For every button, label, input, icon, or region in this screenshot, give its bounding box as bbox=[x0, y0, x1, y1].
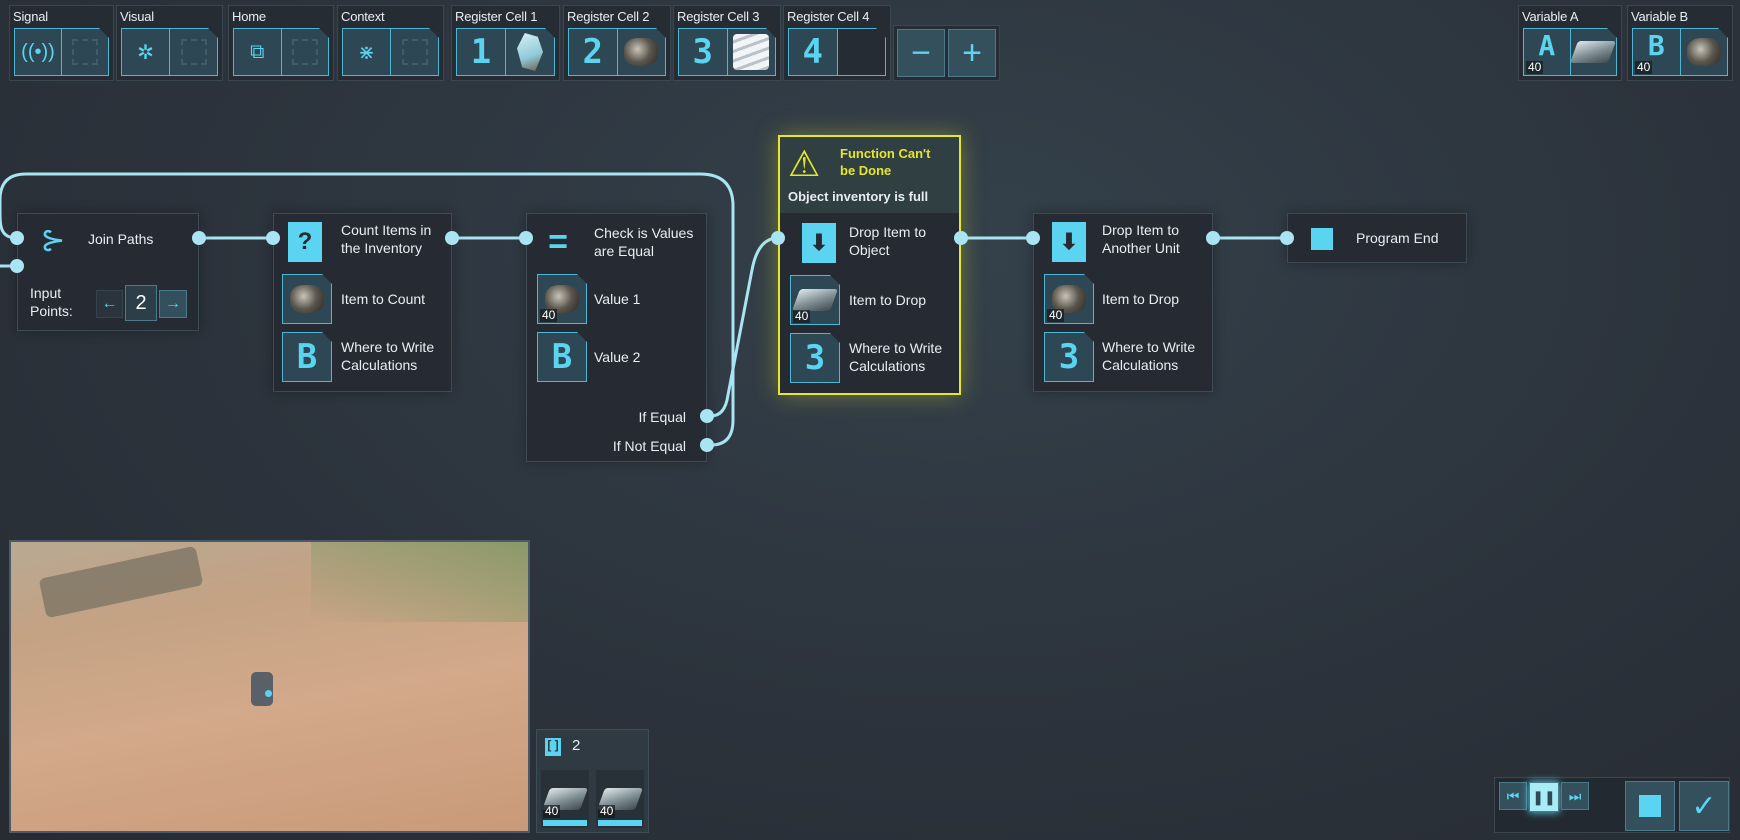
step-back-button[interactable]: ⏮ bbox=[1499, 782, 1527, 810]
download-icon: ⬇ bbox=[1052, 222, 1086, 262]
remove-register-button[interactable]: − bbox=[897, 29, 945, 77]
focus-icon: ⋇ bbox=[358, 41, 375, 64]
item-to-drop-slot[interactable]: 40 bbox=[790, 275, 840, 325]
step-forward-button[interactable]: ⏭ bbox=[1561, 782, 1589, 810]
pause-button[interactable]: ❚❚ bbox=[1529, 782, 1559, 812]
link-icon: ⧉ bbox=[250, 40, 265, 63]
write-register-slot[interactable]: B bbox=[282, 332, 332, 382]
equals-icon: = bbox=[548, 222, 568, 261]
visual-slot[interactable]: Visual ✲ bbox=[116, 5, 223, 81]
node-check-equal[interactable]: = Check is Values are Equal 40 Value 1 B… bbox=[526, 213, 707, 462]
input-port[interactable] bbox=[266, 231, 280, 245]
register-cell-3[interactable]: Register Cell 3 3 bbox=[673, 5, 781, 81]
output-port[interactable] bbox=[192, 231, 206, 245]
input-points-value[interactable]: 2 bbox=[125, 285, 157, 321]
input-port[interactable] bbox=[1280, 231, 1294, 245]
node-drop-to-unit[interactable]: ⬇ Drop Item to Another Unit 40 Item to D… bbox=[1033, 213, 1213, 392]
stop-icon bbox=[1639, 795, 1661, 817]
input-port[interactable] bbox=[1026, 231, 1040, 245]
value-2-slot[interactable]: B bbox=[537, 332, 587, 382]
decrease-inputs-button[interactable]: ← bbox=[96, 290, 123, 318]
warning-icon: ⚠ bbox=[788, 143, 821, 184]
error-banner: ⚠ Function Can't be Done Object inventor… bbox=[780, 137, 959, 213]
context-slot[interactable]: Context ⋇ bbox=[337, 5, 444, 81]
ore-item-icon bbox=[290, 285, 324, 313]
inventory-icon: [ ] bbox=[545, 738, 561, 756]
ore-item-icon bbox=[624, 38, 658, 66]
step-back-icon: ⏮ bbox=[1506, 787, 1520, 804]
wire-if-equal bbox=[710, 236, 779, 418]
output-port[interactable] bbox=[445, 231, 459, 245]
register-cell-4[interactable]: Register Cell 4 4 bbox=[783, 5, 891, 81]
empty-slot-icon bbox=[72, 39, 98, 65]
register-cell-1[interactable]: Register Cell 1 1 bbox=[451, 5, 560, 81]
signal-slot[interactable]: Signal ((•)) bbox=[9, 5, 114, 81]
grass-patch bbox=[311, 542, 528, 622]
if-equal-port[interactable] bbox=[700, 409, 714, 423]
ore-item-icon bbox=[1687, 38, 1721, 66]
inventory-slot[interactable]: 40 bbox=[541, 770, 589, 828]
node-join-paths[interactable]: ⊱ Join Paths Input Points: ← 2 → bbox=[17, 213, 199, 331]
empty-slot-icon bbox=[292, 39, 318, 65]
confirm-button[interactable]: ✓ bbox=[1679, 781, 1729, 831]
input-port[interactable] bbox=[10, 259, 24, 273]
register-controls: − + bbox=[893, 25, 1000, 81]
ingot-item-icon bbox=[792, 289, 838, 311]
node-drop-to-object[interactable]: ⚠ Function Can't be Done Object inventor… bbox=[778, 135, 961, 395]
durability-bar bbox=[543, 820, 587, 826]
unit-inventory: [ ] 2 40 40 bbox=[536, 729, 649, 833]
node-program-end[interactable]: Program End bbox=[1287, 213, 1467, 263]
join-icon: ⊱ bbox=[40, 223, 66, 257]
output-port[interactable] bbox=[1206, 231, 1220, 245]
robot-unit[interactable] bbox=[251, 672, 273, 706]
robot-light bbox=[265, 690, 272, 697]
download-icon: ⬇ bbox=[802, 223, 836, 263]
count-question-icon: ? bbox=[288, 222, 322, 262]
wire-loop bbox=[0, 172, 735, 447]
empty-slot-icon bbox=[181, 39, 207, 65]
node-count-items[interactable]: ? Count Items in the Inventory Item to C… bbox=[273, 213, 452, 392]
signal-icon: ((•)) bbox=[21, 40, 55, 63]
item-to-drop-slot[interactable]: 40 bbox=[1044, 274, 1094, 324]
ore-item-icon bbox=[1052, 285, 1086, 313]
increase-inputs-button[interactable]: → bbox=[159, 290, 187, 318]
add-register-button[interactable]: + bbox=[948, 29, 996, 77]
home-slot[interactable]: Home ⧉ bbox=[228, 5, 334, 81]
aperture-icon: ✲ bbox=[137, 41, 154, 64]
plates-item-icon bbox=[733, 34, 769, 70]
value-1-slot[interactable]: 40 bbox=[537, 274, 587, 324]
item-to-count-slot[interactable] bbox=[282, 274, 332, 324]
input-port[interactable] bbox=[519, 231, 533, 245]
register-cell-2[interactable]: Register Cell 2 2 bbox=[563, 5, 671, 81]
check-icon: ✓ bbox=[1691, 789, 1717, 823]
wreckage bbox=[38, 545, 204, 619]
write-register-slot[interactable]: 3 bbox=[1044, 332, 1094, 382]
if-not-equal-port[interactable] bbox=[700, 438, 714, 452]
camera-view[interactable] bbox=[9, 540, 530, 833]
write-register-slot[interactable]: 3 bbox=[790, 333, 840, 383]
stop-button[interactable] bbox=[1625, 781, 1675, 831]
pause-icon: ❚❚ bbox=[1532, 788, 1556, 805]
empty-slot-icon bbox=[402, 39, 428, 65]
stop-square-icon bbox=[1311, 228, 1333, 250]
ingot-item-icon bbox=[1570, 41, 1616, 63]
input-port[interactable] bbox=[10, 231, 24, 245]
ore-item-icon bbox=[545, 285, 579, 313]
playback-controls: ⏮ ❚❚ ⏭ ✓ bbox=[1494, 777, 1730, 833]
durability-bar bbox=[598, 820, 642, 826]
step-forward-icon: ⏭ bbox=[1568, 787, 1582, 804]
inventory-slot[interactable]: 40 bbox=[596, 770, 644, 828]
crystal-item-icon bbox=[517, 33, 543, 71]
output-port[interactable] bbox=[954, 231, 968, 245]
input-port[interactable] bbox=[771, 231, 785, 245]
